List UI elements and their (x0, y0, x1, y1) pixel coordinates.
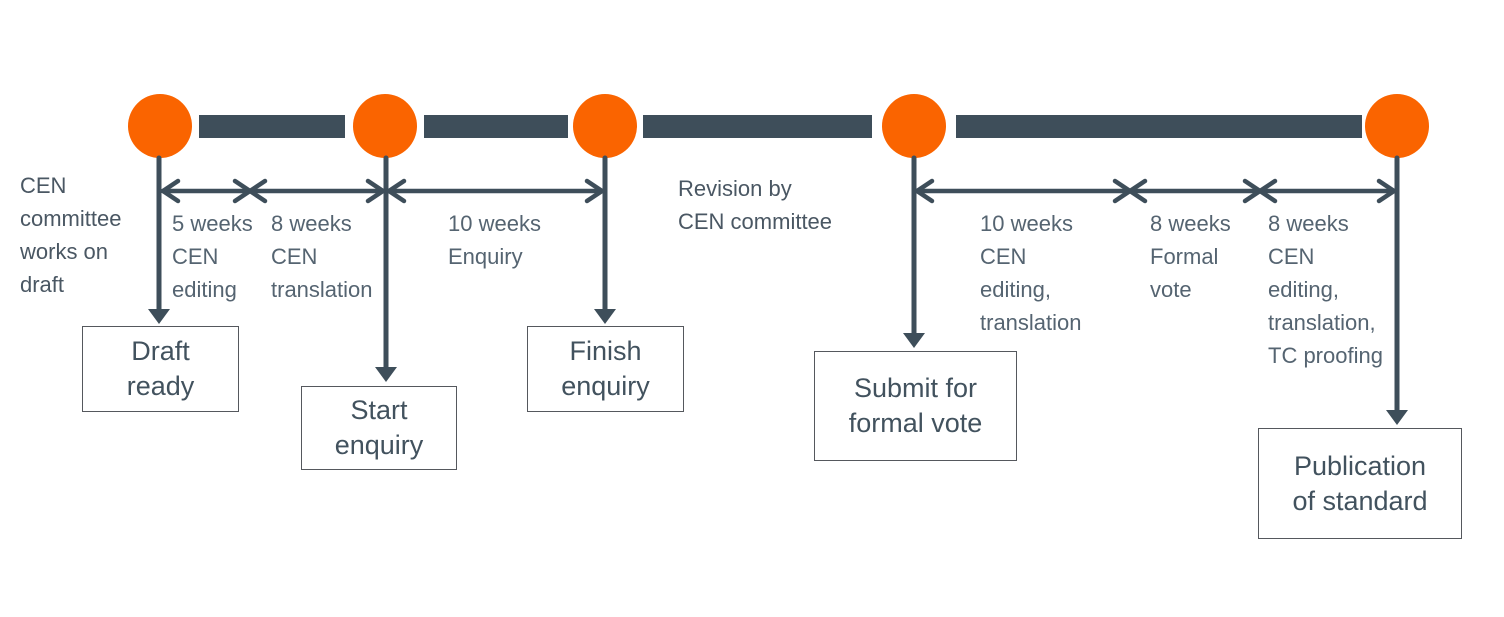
milestone-label-line: enquiry (334, 430, 424, 460)
interval-duration: 10 weeks (980, 211, 1073, 236)
interval-duration: 5 weeks (172, 211, 253, 236)
timeline-segment (643, 115, 872, 138)
milestone-box-submit-formal-vote: Submit for formal vote (814, 351, 1017, 461)
milestone-box-draft-ready: Draft ready (82, 326, 239, 412)
interval-arrow (160, 178, 1397, 204)
timeline-segment (424, 115, 568, 138)
revision-note: Revision by CEN committee (678, 172, 832, 238)
interval-activity-line: Enquiry (448, 244, 523, 269)
timeline-segment (956, 115, 1362, 138)
interval-label-formal-vote: 8 weeks Formal vote (1150, 207, 1231, 306)
milestone-label-line: Start (350, 395, 408, 425)
intro-note-line: committee (20, 206, 122, 231)
interval-activity-line: editing, (1268, 277, 1339, 302)
interval-activity-line: TC proofing (1268, 343, 1383, 368)
revision-note-line: CEN committee (678, 209, 833, 234)
down-arrow (156, 155, 1400, 414)
milestone-dot (353, 94, 417, 158)
milestone-label-line: Finish (569, 336, 642, 366)
milestone-label-line: Submit for (853, 373, 978, 403)
milestone-label-line: formal vote (848, 408, 983, 438)
milestone-box-finish-enquiry: Finish enquiry (527, 326, 684, 412)
interval-label-enquiry: 10 weeks Enquiry (448, 207, 541, 273)
milestone-box-start-enquiry: Start enquiry (301, 386, 457, 470)
interval-activity-line: translation (980, 310, 1082, 335)
interval-activity-line: CEN (980, 244, 1027, 269)
milestone-dot (573, 94, 637, 158)
interval-duration: 8 weeks (1268, 211, 1349, 236)
milestone-box-publication: Publication of standard (1258, 428, 1462, 539)
milestone-dot (882, 94, 946, 158)
interval-duration: 8 weeks (271, 211, 352, 236)
interval-label-cen-editing: 5 weeks CEN editing (172, 207, 253, 306)
intro-note-line: works on (20, 239, 109, 264)
interval-label-cen-editing-translation: 10 weeks CEN editing, translation (980, 207, 1082, 339)
milestone-dot (128, 94, 192, 158)
interval-activity-line: CEN (1268, 244, 1315, 269)
intro-note-line: CEN (20, 173, 67, 198)
milestone-label-line: Publication (1293, 450, 1427, 481)
down-arrowhead (148, 309, 1408, 425)
interval-label-cen-translation: 8 weeks CEN translation (271, 207, 373, 306)
interval-activity-line: CEN (271, 244, 318, 269)
milestone-label-line: of standard (1292, 485, 1428, 516)
milestone-dot (1365, 94, 1429, 158)
milestone-label-line: enquiry (561, 371, 650, 401)
interval-activity-line: editing (172, 277, 237, 302)
interval-activity-line: translation (271, 277, 373, 302)
timeline-segment (199, 115, 345, 138)
interval-activity-line: vote (1150, 277, 1192, 302)
interval-label-tc-proofing: 8 weeks CEN editing, translation, TC pro… (1268, 207, 1383, 372)
revision-note-line: Revision by (678, 176, 792, 201)
interval-duration: 8 weeks (1150, 211, 1231, 236)
milestone-label-line: ready (126, 371, 195, 401)
interval-activity-line: Formal (1150, 244, 1219, 269)
interval-activity-line: translation, (1268, 310, 1376, 335)
interval-activity-line: CEN (172, 244, 219, 269)
interval-duration: 10 weeks (448, 211, 541, 236)
intro-note: CEN committee works on draft (20, 169, 121, 301)
intro-note-line: draft (20, 272, 65, 297)
milestone-label-line: Draft (131, 336, 190, 366)
interval-activity-line: editing, (980, 277, 1051, 302)
